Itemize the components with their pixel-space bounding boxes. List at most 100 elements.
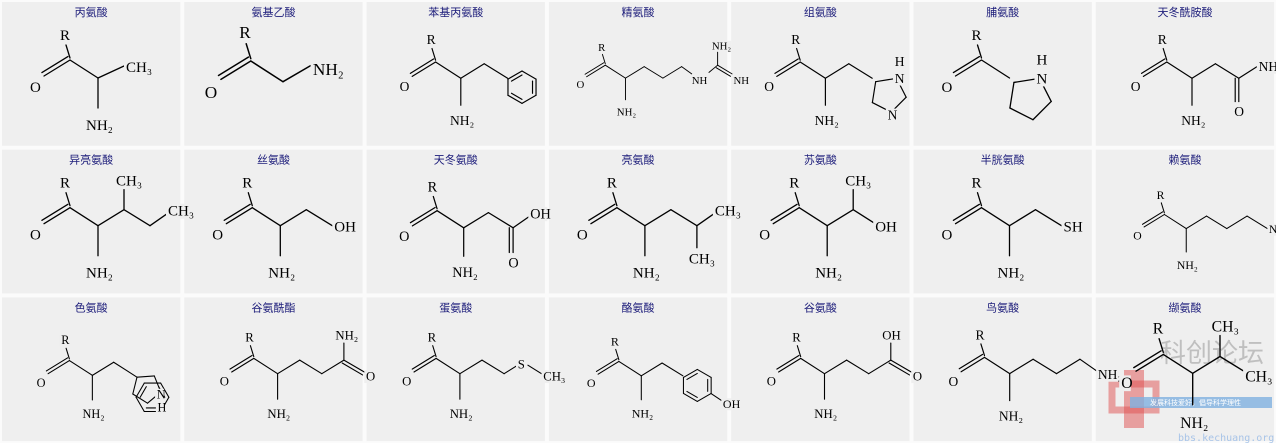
atom-label: O bbox=[1234, 104, 1244, 119]
chemical-bond bbox=[661, 362, 684, 377]
chemical-bond bbox=[770, 203, 798, 221]
atom-label: S bbox=[518, 358, 525, 372]
amino-acid-cell bbox=[1093, 147, 1276, 296]
atom-label: OH bbox=[875, 220, 897, 236]
chemical-bond bbox=[1141, 211, 1164, 225]
chemical-bond bbox=[1079, 358, 1099, 373]
chemical-bond bbox=[409, 58, 435, 74]
atom-label: NH₂ bbox=[999, 408, 1023, 423]
atom-label: O bbox=[577, 79, 585, 91]
atom-label: NH₂ bbox=[815, 113, 839, 128]
chemical-bond bbox=[696, 392, 712, 402]
chemical-bond bbox=[1055, 358, 1081, 375]
chemical-bond bbox=[220, 60, 252, 81]
chemical-bond bbox=[794, 192, 800, 207]
chemical-bond bbox=[662, 66, 683, 79]
chemical-bond bbox=[601, 53, 606, 65]
chemical-bond bbox=[1162, 47, 1168, 61]
chemical-bond bbox=[481, 359, 505, 375]
chemical-bond bbox=[1238, 65, 1260, 79]
atom-label: H bbox=[158, 401, 167, 415]
chemical-bond bbox=[411, 210, 438, 227]
atom-label: O bbox=[30, 80, 41, 96]
atom-label: NH bbox=[733, 75, 749, 87]
atom-label: O bbox=[220, 375, 229, 389]
chemical-bond bbox=[43, 207, 71, 225]
chemical-bond bbox=[584, 62, 605, 75]
watermark-logo-text: 科创论坛 bbox=[1160, 339, 1264, 369]
amino-acid-name: 丙氨酸 bbox=[75, 5, 108, 19]
chemical-bond bbox=[848, 63, 873, 79]
atom-label: R bbox=[1157, 189, 1165, 202]
chemical-bond bbox=[615, 348, 620, 361]
atom-label: NH₂ bbox=[1259, 59, 1276, 74]
amino-acid-name: 赖氨酸 bbox=[1168, 153, 1201, 167]
chemical-bond bbox=[686, 372, 698, 380]
chemical-bond bbox=[888, 362, 911, 376]
chemical-bond bbox=[1009, 107, 1034, 121]
atom-label: OH bbox=[334, 220, 356, 236]
atom-label: R bbox=[428, 330, 437, 344]
chemical-bond bbox=[823, 359, 848, 375]
chemical-bond bbox=[65, 347, 70, 360]
chemical-bond bbox=[250, 60, 284, 83]
cell-background bbox=[546, 0, 730, 148]
chemical-bond bbox=[139, 386, 147, 398]
chemical-bond bbox=[1191, 63, 1216, 79]
watermark-url: bbs.kechuang.org bbox=[1178, 433, 1274, 443]
atom-label: O bbox=[759, 228, 770, 244]
amino-acid-name: 天冬氨酸 bbox=[434, 153, 478, 167]
chemical-bond bbox=[1142, 61, 1168, 77]
amino-acid-name: 脯氨酸 bbox=[986, 5, 1019, 19]
chemical-bond bbox=[588, 203, 616, 221]
cell-background bbox=[1093, 147, 1276, 296]
chemical-bond bbox=[1226, 215, 1248, 230]
atom-label: R bbox=[976, 327, 985, 342]
chemical-bond bbox=[507, 94, 523, 104]
atom-label: O bbox=[400, 79, 410, 94]
chemical-bond bbox=[717, 64, 733, 75]
chemical-bond bbox=[411, 61, 437, 77]
atom-label: NH₂ bbox=[814, 407, 837, 421]
chemical-bond bbox=[321, 359, 345, 375]
atom-label: R bbox=[789, 176, 799, 192]
atom-label: R bbox=[427, 32, 436, 47]
chemical-bond bbox=[65, 192, 71, 207]
chemical-bond bbox=[507, 70, 523, 80]
chemical-bond bbox=[980, 59, 1011, 79]
chemical-bond bbox=[696, 368, 712, 378]
chemical-bond bbox=[510, 92, 523, 100]
atom-label: O bbox=[366, 370, 375, 384]
atom-label: R bbox=[791, 32, 800, 47]
chemical-bond bbox=[132, 376, 138, 395]
atom-label: NH₂ bbox=[1180, 415, 1208, 432]
amino-acid-name: 异亮氨酸 bbox=[69, 153, 113, 167]
amino-acid-name: 氨基乙酸 bbox=[251, 5, 295, 19]
amino-acid-name: 色氨酸 bbox=[75, 300, 108, 314]
chemical-bond bbox=[960, 356, 986, 373]
chemical-bond bbox=[277, 359, 301, 375]
chemical-bond bbox=[503, 364, 519, 375]
chemical-bond bbox=[1032, 100, 1052, 121]
watermark-slogan: 发展科技爱好，倡导科学理性 bbox=[1150, 398, 1241, 407]
chemical-bond bbox=[1185, 215, 1208, 230]
chemical-bond bbox=[774, 58, 799, 74]
atom-label: R bbox=[1153, 320, 1164, 337]
atom-label: NH₂ bbox=[815, 266, 842, 282]
chemical-bond bbox=[1133, 350, 1162, 369]
chemical-bond bbox=[681, 66, 693, 75]
chemical-bond bbox=[846, 359, 870, 375]
atom-label: CH₃ bbox=[689, 252, 715, 268]
cell-background bbox=[364, 0, 547, 148]
atom-label: O bbox=[1131, 79, 1141, 94]
atom-label: R bbox=[792, 330, 801, 344]
chemical-bond bbox=[343, 359, 365, 373]
